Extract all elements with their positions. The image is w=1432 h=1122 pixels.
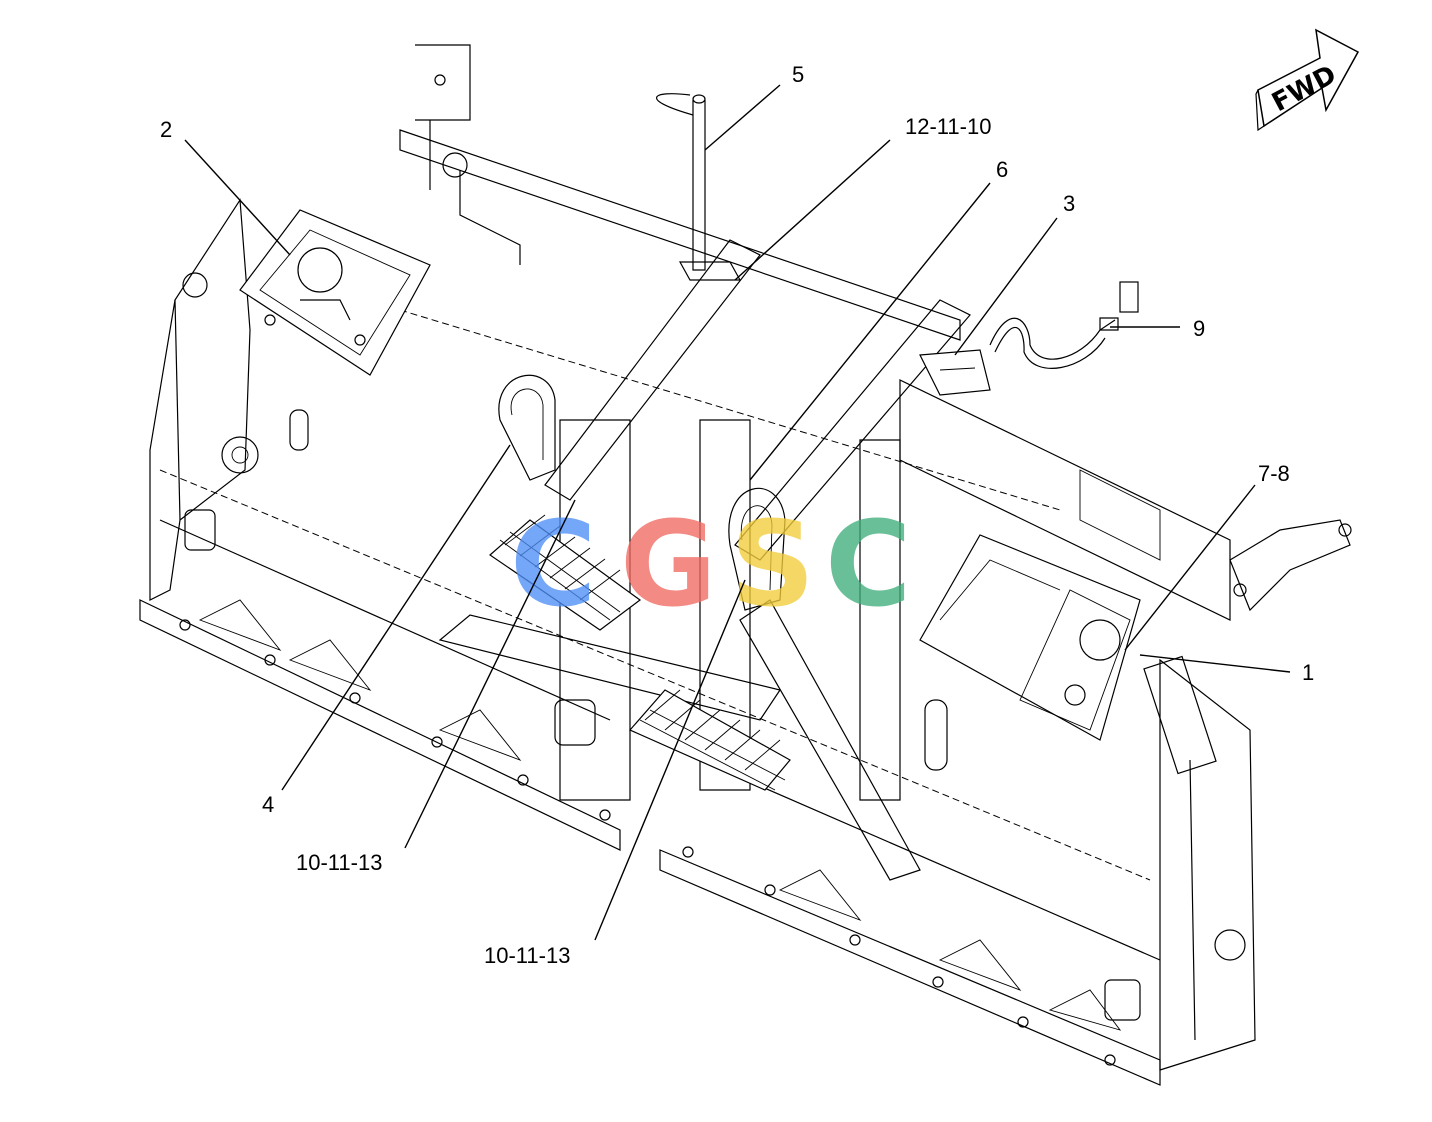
callout-5: 5: [792, 62, 804, 87]
callout-7-8: 7-8: [1258, 461, 1290, 486]
component-1-right-mount: [919, 534, 1141, 741]
step-tread-upper: [489, 514, 642, 631]
fwd-direction-arrow: FWD: [1255, 28, 1360, 132]
callout-2: 2: [160, 117, 172, 142]
callout-12-11-10: 12-11-10: [905, 114, 991, 139]
callout-4: 4: [262, 792, 274, 817]
watermark-letter: C: [510, 495, 597, 633]
component-9-harness: [989, 281, 1139, 369]
callout-labels: 1 2 3 4 5 6 7-8 9 12-11-10 10-11-13 10-1…: [160, 62, 1314, 968]
component-3-bracket: [919, 349, 991, 396]
component-5-handle: [656, 93, 742, 281]
leader-lines: [184, 84, 1291, 941]
callout-1: 1: [1302, 660, 1314, 685]
watermark: C G S C: [510, 495, 912, 633]
callout-9: 9: [1193, 316, 1205, 341]
frame-assembly: [139, 44, 1352, 1086]
watermark-letter: S: [730, 495, 815, 633]
component-2-left-mount: [239, 209, 431, 376]
watermark-letter: G: [620, 495, 717, 633]
callout-10-11-13-bottom: 10-11-13: [484, 943, 570, 968]
callout-6: 6: [996, 157, 1008, 182]
step-tread-lower: [629, 689, 791, 791]
component-6-lift-eye: [728, 487, 786, 611]
watermark-letter: C: [825, 495, 912, 633]
component-4-lift-eye: [498, 374, 556, 481]
callout-3: 3: [1063, 191, 1075, 216]
callout-10-11-13-left: 10-11-13: [296, 850, 382, 875]
